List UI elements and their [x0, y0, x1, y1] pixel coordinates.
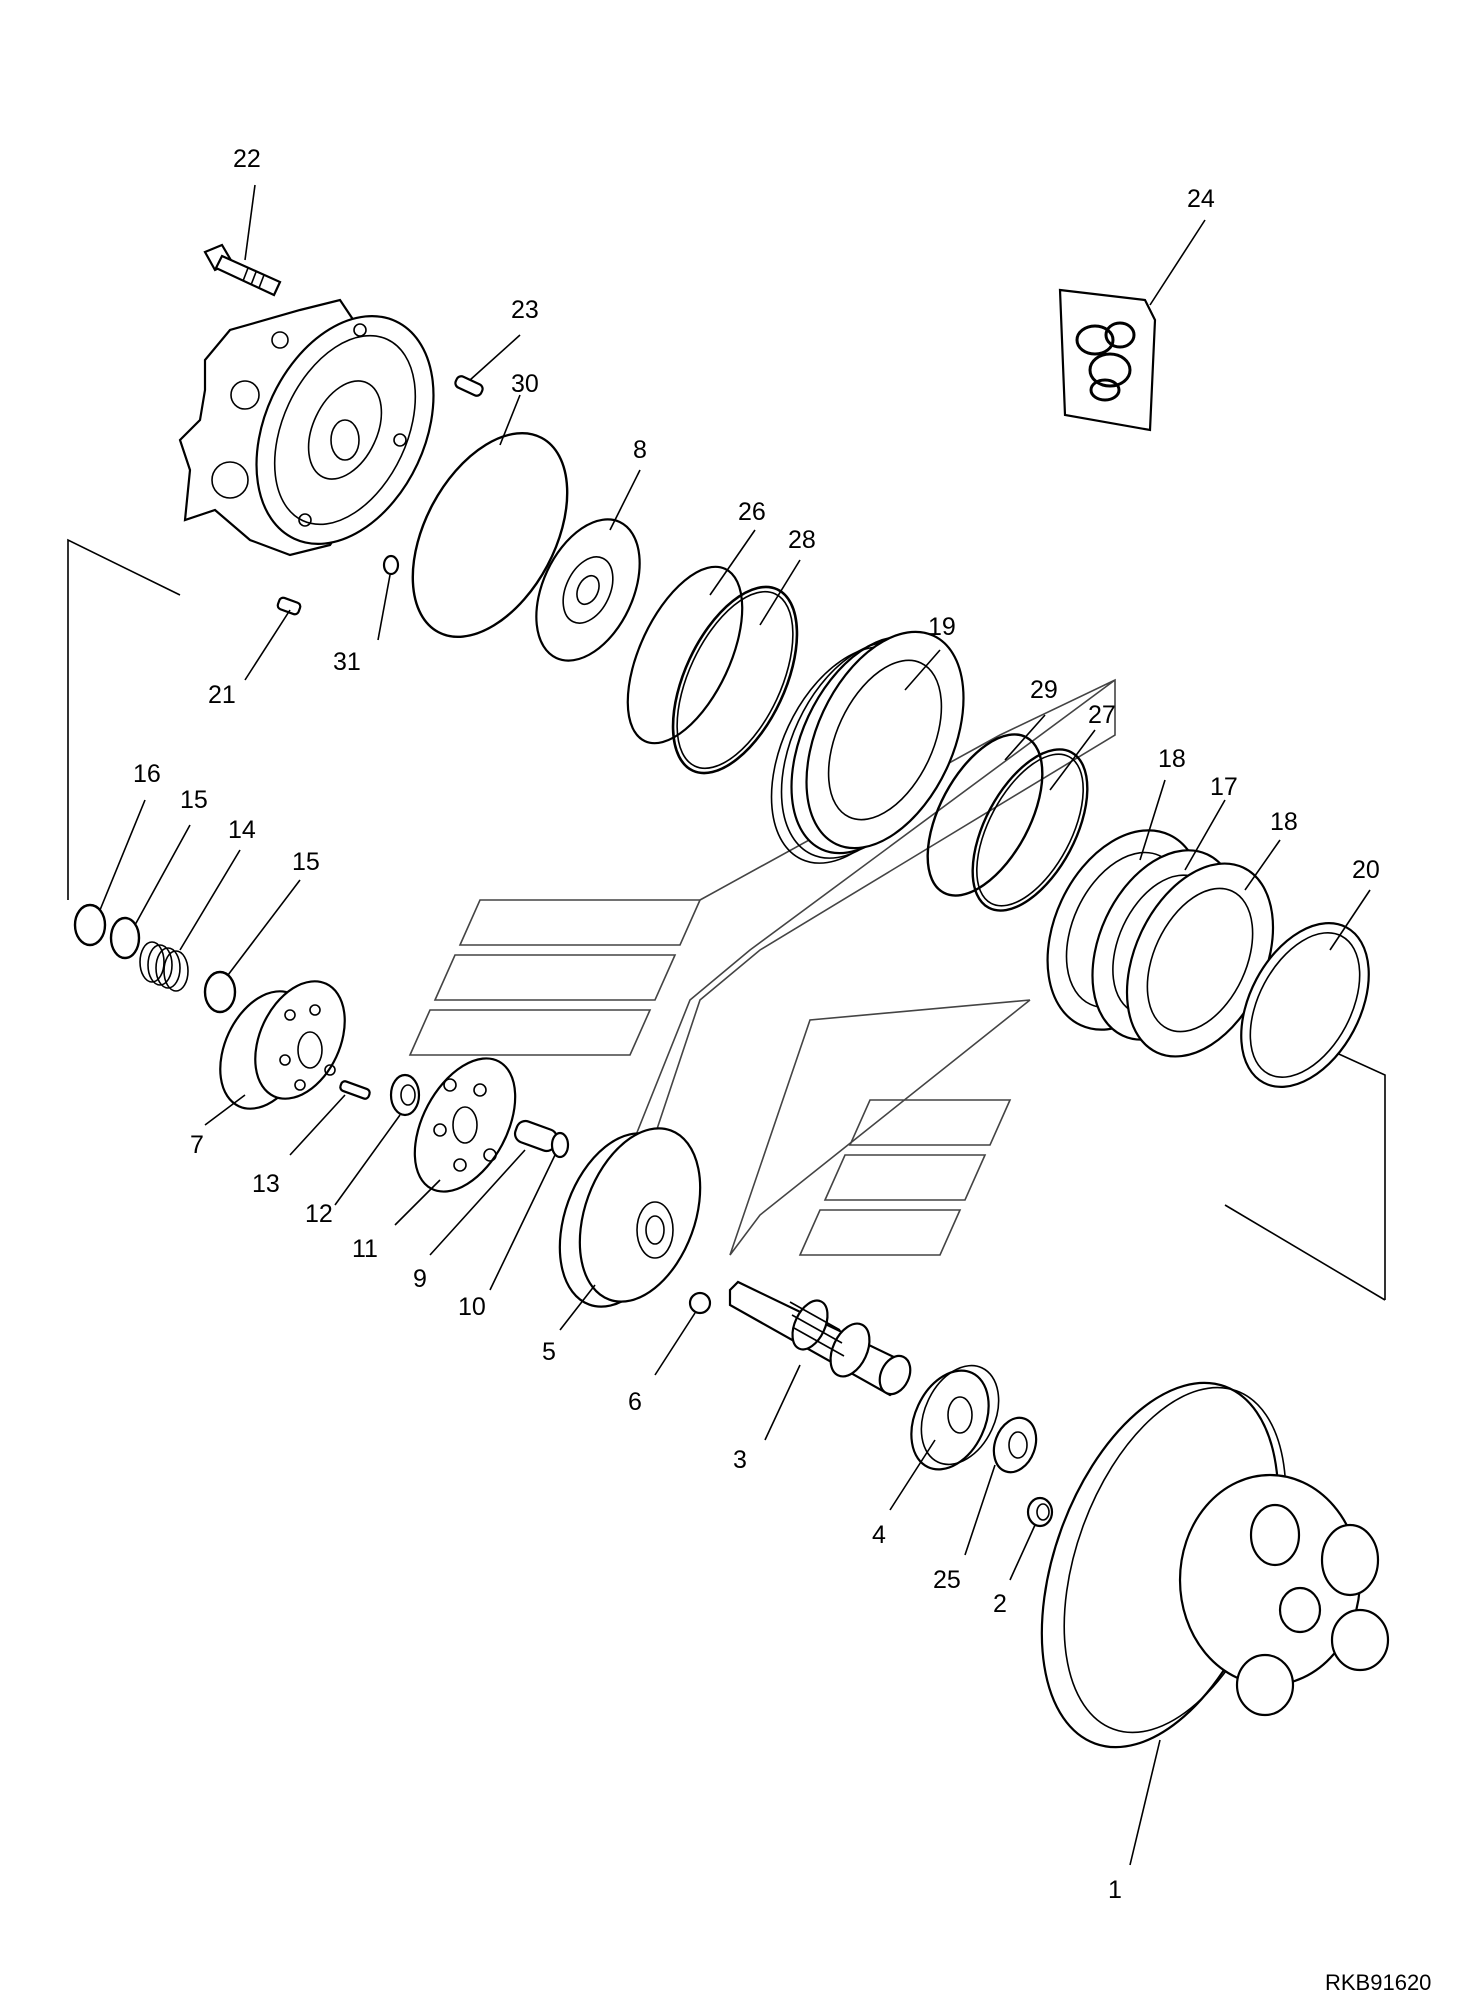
- callout-19: 19: [928, 613, 956, 641]
- callout-15b: 15: [292, 848, 320, 876]
- part-10-shoe: [550, 1131, 570, 1159]
- axis-guide-lines: [67, 538, 1386, 1301]
- callout-15a: 15: [180, 786, 208, 814]
- part-24-seal-kit: [1058, 288, 1157, 432]
- callout-23: 23: [511, 296, 539, 324]
- part-13-pin: [339, 1080, 371, 1100]
- part-31-o-ring-small: [382, 554, 400, 576]
- part-28-ring: [671, 585, 799, 775]
- part-15-washer-b: [203, 970, 237, 1014]
- part-20-ring: [1240, 922, 1370, 1088]
- part-23-dowel-pin: [454, 375, 484, 397]
- part-6-ball: [688, 1291, 712, 1315]
- part-8-valve-plate: [535, 518, 641, 662]
- callout-14: 14: [228, 816, 256, 844]
- callout-6: 6: [628, 1388, 642, 1416]
- part-26-ring: [626, 565, 744, 745]
- callout-28: 28: [788, 526, 816, 554]
- callout-17: 17: [1210, 773, 1238, 801]
- callout-7: 7: [190, 1131, 204, 1159]
- callout-25: 25: [933, 1566, 961, 1594]
- callout-24: 24: [1187, 185, 1215, 213]
- part-25-nut: [992, 1416, 1038, 1474]
- part-21-plug: [276, 596, 302, 616]
- part-11-retainer-plate: [413, 1057, 517, 1193]
- figure-reference-code: RKB91620: [1325, 1970, 1431, 1995]
- callout-10: 10: [458, 1293, 486, 1321]
- part-27-ring: [971, 748, 1089, 912]
- callout-18a: 18: [1158, 745, 1186, 773]
- callout-22: 22: [233, 145, 261, 173]
- callout-3: 3: [733, 1446, 747, 1474]
- callout-12: 12: [305, 1200, 333, 1228]
- callout-5: 5: [542, 1338, 556, 1366]
- callout-8: 8: [633, 436, 647, 464]
- part-29-ring: [926, 733, 1044, 897]
- callout-2: 2: [993, 1590, 1007, 1618]
- callout-21: 21: [208, 681, 236, 709]
- part-18-separator-plate-b: [1125, 862, 1275, 1058]
- callout-26: 26: [738, 498, 766, 526]
- callout-30: 30: [511, 370, 539, 398]
- callout-4: 4: [872, 1521, 886, 1549]
- part-30-o-ring: [411, 431, 569, 639]
- callout-20: 20: [1352, 856, 1380, 884]
- callout-18b: 18: [1270, 808, 1298, 836]
- callout-27: 27: [1088, 701, 1116, 729]
- part-16-snap-ring: [73, 903, 107, 947]
- watermark-logo: [408, 678, 1116, 1256]
- callout-31: 31: [333, 648, 361, 676]
- part-3-drive-shaft: [728, 1280, 912, 1397]
- callout-1: 1: [1108, 1876, 1122, 1904]
- callout-9: 9: [413, 1265, 427, 1293]
- leader-lines: [99, 184, 1371, 1866]
- callout-16: 16: [133, 760, 161, 788]
- part-22-bolt: [203, 243, 282, 297]
- callout-29: 29: [1030, 676, 1058, 704]
- part-4-bearing: [910, 1364, 1000, 1471]
- part-14-spring: [139, 941, 189, 992]
- callout-13: 13: [252, 1170, 280, 1198]
- part-housing-cover: [178, 298, 435, 557]
- part-7-cylinder-block: [219, 980, 346, 1110]
- part-5-swash-plate: [558, 1127, 702, 1308]
- part-19-piston: [770, 630, 965, 864]
- part-2-plug: [1026, 1496, 1054, 1528]
- part-15-washer-a: [109, 916, 141, 960]
- part-12-ball-guide: [389, 1073, 421, 1117]
- callout-labels: 22 24 23 30 8 26 28 21 31 19 29 27 18 17…: [133, 145, 1380, 1904]
- part-1-hub-assembly: [1040, 1381, 1390, 1749]
- callout-11: 11: [352, 1235, 378, 1263]
